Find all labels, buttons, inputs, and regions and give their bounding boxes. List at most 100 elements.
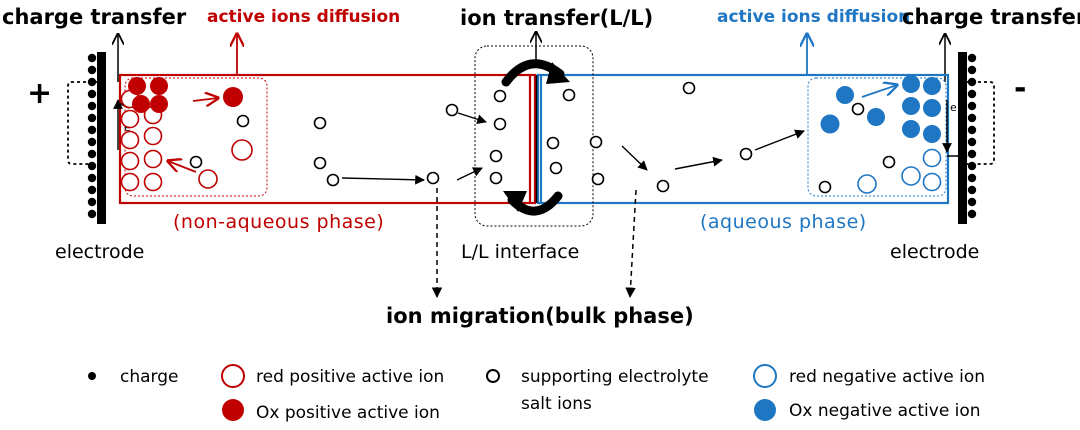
legend-charge-swatch — [88, 372, 96, 380]
diffusion-right-label: active ions diffusion — [717, 7, 910, 27]
legend-ox-negative-swatch — [754, 399, 776, 421]
diffusion-arrow-blue — [861, 85, 897, 98]
charge-dot — [967, 173, 977, 183]
charge-dot — [87, 65, 97, 75]
legend-supporting-label-line2: salt ions — [521, 394, 592, 414]
charge-dot — [967, 185, 977, 195]
legend-red-negative-swatch — [753, 364, 777, 388]
migration-arrow — [457, 112, 487, 124]
legend-supporting-label-line1: supporting electrolyte — [521, 367, 709, 387]
positive-terminal-sign: + — [27, 76, 52, 111]
charge-dot — [87, 101, 97, 111]
charge-dot — [967, 137, 977, 147]
red-positive-ion — [120, 172, 140, 192]
charge-dot — [967, 65, 977, 75]
charge-dot — [87, 137, 97, 147]
red-negative-ion — [922, 172, 942, 192]
interface-label: L/L interface — [461, 241, 579, 263]
red-positive-ion — [198, 169, 218, 189]
charge-dot — [967, 197, 977, 207]
supporting-salt-ion — [549, 161, 563, 175]
left-electrode — [97, 52, 106, 224]
legend-red-positive-label: red positive active ion — [256, 367, 444, 387]
red-positive-ion — [143, 149, 163, 169]
charge-dot — [87, 197, 97, 207]
supporting-salt-ion — [445, 103, 459, 117]
charge-dot — [87, 209, 97, 219]
migration-arrow — [341, 174, 425, 185]
supporting-salt-ion — [562, 88, 576, 102]
supporting-salt-ion — [882, 155, 896, 169]
aqueous-phase-box — [536, 73, 950, 205]
legend-red-positive-swatch — [221, 364, 245, 388]
legend-supporting-swatch — [486, 369, 500, 383]
supporting-salt-ion — [489, 171, 503, 185]
diffusion-arrow-red — [192, 98, 218, 101]
legend-ox-negative-label: Ox negative active ion — [789, 401, 981, 421]
supporting-salt-ion — [426, 171, 440, 185]
ox-positive-ion — [128, 77, 146, 95]
ox-positive-ion — [150, 77, 168, 95]
ox-negative-ion — [902, 97, 920, 115]
negative-terminal-sign: - — [1014, 71, 1026, 106]
ion-migration-label: ion migration(bulk phase) — [386, 304, 694, 328]
supporting-salt-ion — [546, 136, 560, 150]
supporting-salt-ion — [493, 117, 507, 131]
left-electrode-label: electrode — [55, 241, 144, 263]
right-external-circuit — [966, 81, 995, 165]
ox-negative-ion — [836, 86, 854, 104]
charge-dot — [87, 113, 97, 123]
ox-positive-ion — [132, 95, 150, 113]
ox-positive-ion — [150, 95, 168, 113]
supporting-salt-ion — [326, 173, 340, 187]
ox-negative-ion — [902, 75, 920, 93]
ox-negative-ion — [923, 125, 941, 143]
charge-dot — [967, 113, 977, 123]
right-diffusion-layer — [807, 77, 947, 197]
right-electron-symbol: e — [950, 101, 957, 114]
charge-transfer-left-label: charge transfer — [2, 5, 187, 29]
migration-arrow — [754, 129, 805, 151]
charge-dot — [967, 149, 977, 159]
supporting-salt-ion — [656, 179, 670, 193]
red-negative-ion — [922, 148, 942, 168]
supporting-salt-ion — [739, 147, 753, 161]
left-diffusion-layer — [124, 77, 268, 197]
supporting-salt-ion — [189, 155, 203, 169]
non-aqueous-ions — [120, 77, 507, 192]
migration-arrow — [621, 145, 648, 171]
supporting-salt-ion — [591, 172, 605, 186]
charge-dot — [87, 161, 97, 171]
red-positive-ion — [231, 139, 253, 161]
red-positive-ion — [120, 109, 140, 129]
legend-charge-label: charge — [120, 367, 178, 387]
supporting-salt-ion — [682, 81, 696, 95]
charge-dot — [87, 125, 97, 135]
migration-arrow — [674, 156, 723, 170]
charge-dot — [87, 53, 97, 63]
charge-dot — [967, 89, 977, 99]
supporting-salt-ion — [313, 156, 327, 170]
charge-dot — [87, 173, 97, 183]
supporting-salt-ion — [851, 102, 865, 116]
charge-dot — [967, 209, 977, 219]
red-positive-ion — [120, 130, 140, 150]
aqueous-ions — [546, 75, 942, 194]
right-electrode — [958, 52, 967, 224]
ox-negative-ion — [820, 114, 840, 134]
charge-dot — [967, 53, 977, 63]
supporting-salt-ion — [236, 114, 250, 128]
charge-dot — [967, 101, 977, 111]
migration-dashed-arrow-right — [625, 189, 637, 299]
ox-negative-ion — [923, 77, 941, 95]
supporting-salt-ion — [818, 180, 832, 194]
supporting-salt-ion — [589, 135, 603, 149]
ion-transfer-curve-top-head — [546, 62, 570, 84]
charge-dot — [87, 89, 97, 99]
charge-dot — [87, 185, 97, 195]
non-aqueous-phase-box — [118, 73, 537, 205]
red-negative-ion — [901, 166, 921, 186]
migration-arrow — [456, 167, 483, 181]
ox-positive-ion — [223, 87, 243, 107]
charge-dot — [967, 125, 977, 135]
